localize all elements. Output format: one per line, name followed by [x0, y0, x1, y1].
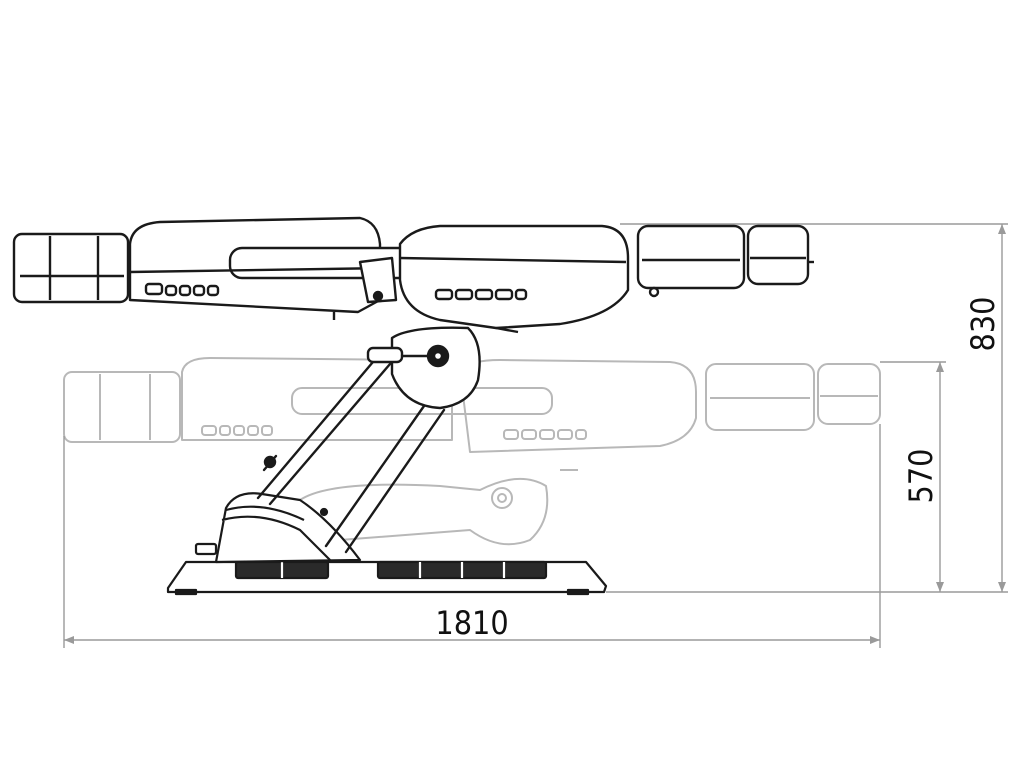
ghost-lift-arm: [299, 477, 549, 546]
chair-raised-position: [12, 216, 814, 334]
back-control-buttons: [144, 282, 220, 297]
rear-strut: [324, 404, 426, 548]
min-height-label: 570: [902, 449, 940, 504]
dimension-lines: [63, 223, 1008, 648]
adjust-handle: [366, 346, 404, 364]
max-height-label: 830: [964, 297, 1002, 352]
front-strut: [256, 342, 402, 500]
seat-control-buttons: [434, 288, 528, 301]
chair-base: [166, 492, 608, 596]
lift-column: [256, 326, 481, 554]
length-label: 1810: [435, 604, 508, 642]
ghost-headrest: [63, 371, 181, 443]
legrest: [636, 224, 746, 290]
pivot-housing: [390, 326, 481, 410]
ghost-legrest: [705, 363, 815, 431]
ghost-footrest: [817, 363, 881, 425]
seat: [398, 224, 630, 330]
headrest: [12, 232, 130, 304]
footrest: [746, 224, 810, 286]
